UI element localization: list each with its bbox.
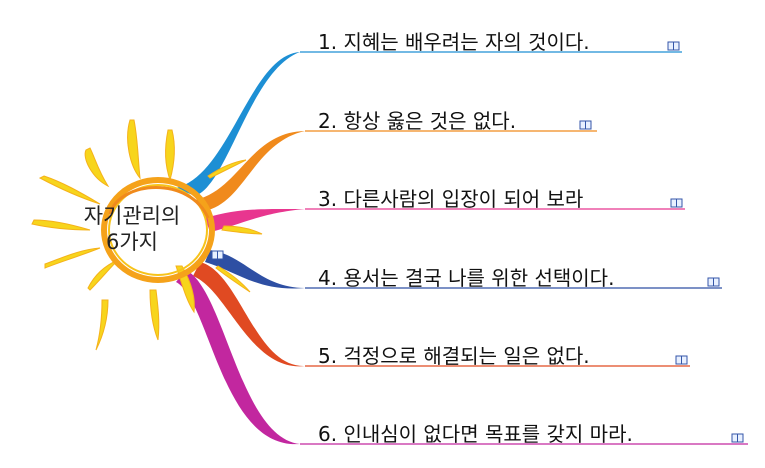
note-icon[interactable] (675, 355, 688, 365)
central-topic-line1: 자기관리의 (83, 204, 181, 228)
branch-ribbon-5[interactable] (193, 262, 305, 367)
central-topic-line2: 6가지 (105, 230, 158, 254)
branch-topic-3[interactable]: 3. 다른사람의 입장이 되어 보라 (318, 187, 584, 211)
branch-ribbon-6[interactable] (176, 270, 300, 445)
branch-ribbon-3[interactable] (205, 208, 305, 232)
note-icon[interactable] (211, 250, 224, 260)
note-icon[interactable] (707, 277, 720, 287)
sun-ring (101, 177, 215, 283)
note-icon[interactable] (579, 120, 592, 130)
branch-topic-4[interactable]: 4. 용서는 결국 나를 위한 선택이다. (318, 266, 615, 290)
central-topic[interactable]: 자기관리의 6가지 (52, 203, 212, 255)
note-icons (211, 41, 744, 443)
note-icon[interactable] (667, 41, 680, 51)
note-icon[interactable] (670, 198, 683, 208)
branch-ribbon-1[interactable] (176, 52, 300, 196)
sun-rays (31, 119, 263, 351)
branch-underlines (300, 51, 748, 445)
branch-ribbon-2[interactable] (195, 131, 305, 210)
branch-topic-2[interactable]: 2. 항상 옳은 것은 없다. (318, 109, 517, 133)
branch-topic-5[interactable]: 5. 걱정으로 해결되는 일은 없다. (318, 344, 590, 368)
note-icon[interactable] (731, 433, 744, 443)
branch-ribbon-4[interactable] (205, 250, 305, 289)
branch-topic-6[interactable]: 6. 인내심이 없다면 목표를 갖지 마라. (318, 422, 633, 446)
branch-topic-1[interactable]: 1. 지혜는 배우려는 자의 것이다. (318, 30, 590, 54)
